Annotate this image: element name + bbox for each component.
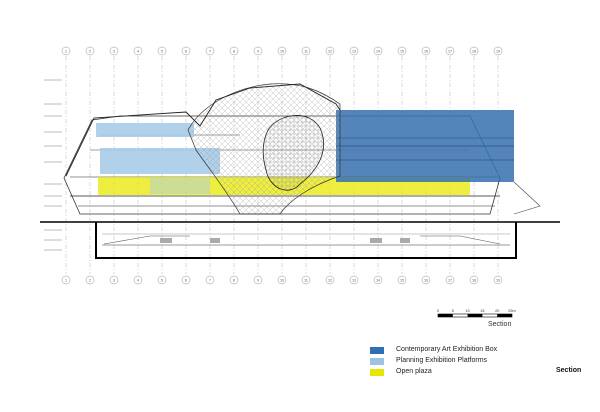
grid-bubble-label: 2	[89, 279, 91, 283]
contemporary-art-box	[336, 110, 514, 182]
grid-bubble	[421, 275, 431, 285]
grid-bubble-label: 4	[137, 279, 139, 283]
grid-bubble-label: 10	[280, 50, 284, 54]
grid-bubble-label: 10	[280, 279, 284, 283]
grid-bubble-label: 16	[424, 50, 428, 54]
grid-bubble-label: 3	[113, 50, 115, 54]
grid-bubble	[133, 46, 143, 56]
grid-bubble-label: 17	[448, 279, 452, 283]
grid-bubble	[349, 275, 359, 285]
grid-bubble	[301, 46, 311, 56]
scale-tick-label: 10	[465, 309, 469, 313]
grid-bubble-label: 6	[185, 50, 187, 54]
scale-tick-label: 25m	[508, 309, 515, 313]
grid-bubble	[157, 275, 167, 285]
grid-bubble	[397, 275, 407, 285]
grid-bubble-label: 1	[65, 279, 67, 283]
grid-bubble	[61, 46, 71, 56]
legend-swatch	[370, 358, 384, 365]
grid-bubble-label: 7	[209, 279, 211, 283]
legend-label: Open plaza	[396, 368, 432, 375]
grid-bubble-label: 14	[376, 279, 380, 283]
grid-bubble	[61, 275, 71, 285]
grid-bubble-label: 18	[472, 50, 476, 54]
grid-bubble	[445, 275, 455, 285]
scale-tick-label: 0	[437, 309, 439, 313]
grid-bubble	[373, 275, 383, 285]
grid-bubble	[205, 46, 215, 56]
grid-bubble	[181, 275, 191, 285]
grid-bubble-label: 11	[304, 50, 308, 54]
grid-bubble	[205, 275, 215, 285]
grid-bubble	[109, 275, 119, 285]
grid-bubble-label: 12	[328, 279, 332, 283]
grid-bubble-label: 4	[137, 50, 139, 54]
grid-bubble	[493, 46, 503, 56]
grid-bubble-label: 19	[496, 50, 500, 54]
grid-bubble	[229, 275, 239, 285]
grid-bubble	[469, 275, 479, 285]
scale-bar-label: Section	[488, 321, 512, 328]
scale-tick-label: 5	[452, 309, 454, 313]
sheet-title: Section	[556, 367, 582, 374]
grid-bubble-label: 8	[233, 50, 235, 54]
level-markers	[44, 79, 62, 251]
grid-bubble-label: 11	[304, 279, 308, 283]
grid-bubble	[325, 275, 335, 285]
grid-bubble-label: 19	[496, 279, 500, 283]
grid-bubble	[493, 275, 503, 285]
grid-bubble	[253, 275, 263, 285]
grid-bubble-label: 6	[185, 279, 187, 283]
grid-bubble-label: 5	[161, 279, 163, 283]
grid-bubble-label: 2	[89, 50, 91, 54]
grid-bubble-label: 15	[400, 279, 404, 283]
roof-profile	[65, 83, 341, 177]
grid-bubble	[277, 46, 287, 56]
cantilever	[513, 181, 541, 215]
grid-bubble-label: 3	[113, 279, 115, 283]
grid-bubble-label: 18	[472, 279, 476, 283]
scale-tick-labels: 0 5 10 15 20 25m	[437, 309, 516, 313]
grid-bubble-label: 13	[352, 279, 356, 283]
grid-bubble-label: 9	[257, 50, 259, 54]
legend-swatch	[370, 347, 384, 354]
grid-bubble	[85, 46, 95, 56]
mesh-shell	[187, 83, 341, 215]
basement	[95, 222, 517, 259]
grid-bubble-label: 8	[233, 279, 235, 283]
grid-bubble	[469, 46, 479, 56]
grid-bubble	[349, 46, 359, 56]
legend-label: Contemporary Art Exhibition Box	[396, 346, 498, 353]
grid-bubble	[109, 46, 119, 56]
grid-bubble-label: 17	[448, 50, 452, 54]
grid-bubble-label: 13	[352, 50, 356, 54]
grid-bubble	[445, 46, 455, 56]
legend-swatch	[370, 369, 384, 376]
grid-bubble	[85, 275, 95, 285]
grid-bubble	[133, 275, 143, 285]
scale-tick-label: 20	[495, 309, 499, 313]
grid-bubble	[253, 46, 263, 56]
grid-bubble	[157, 46, 167, 56]
legend-label: Planning Exhibition Platforms	[396, 357, 488, 364]
grid-bubble-label: 14	[376, 50, 380, 54]
scale-tick-label: 15	[480, 309, 484, 313]
grid-bubble-label: 15	[400, 50, 404, 54]
scale-bar	[437, 313, 513, 318]
grid-bubble	[373, 46, 383, 56]
grid-bubble-label: 1	[65, 50, 67, 54]
grid-bubble	[301, 275, 311, 285]
grid-bubble-label: 5	[161, 50, 163, 54]
grid-bubble-label: 12	[328, 50, 332, 54]
grid-bubble-label: 16	[424, 279, 428, 283]
grid-bubble	[421, 46, 431, 56]
grid-bubble	[325, 46, 335, 56]
grid-bubble	[229, 46, 239, 56]
grid-bubble-label: 9	[257, 279, 259, 283]
grid-bubble	[397, 46, 407, 56]
grid-bubble-label: 7	[209, 50, 211, 54]
grid-bubble	[181, 46, 191, 56]
grid-bubble	[277, 275, 287, 285]
